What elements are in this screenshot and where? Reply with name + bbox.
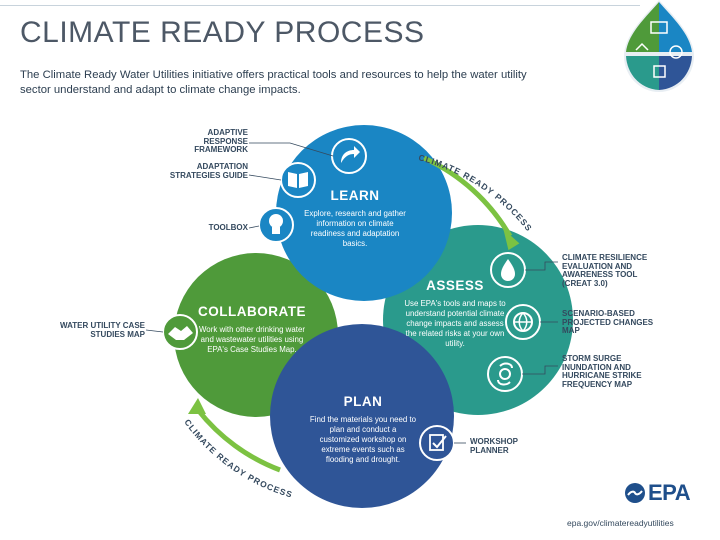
handshake-icon [162,314,198,350]
bottom-process-arrow [196,408,281,473]
logo-handshake-icon [635,42,649,51]
tool-adaptive-response[interactable]: ADAPTIVE RESPONSE FRAMEWORK [194,128,248,154]
footer-url[interactable]: epa.gov/climatereadyutilities [567,518,674,528]
plan-body: Find the materials you need to plan and … [309,415,417,464]
page-subtitle: The Climate Ready Water Utilities initia… [20,69,527,96]
tool-workshop[interactable]: WORKSHOP PLANNER [470,437,518,455]
assess-heading: ASSESS [426,278,484,293]
plan-circle [270,324,454,508]
epa-logo: EPA [624,480,694,506]
learn-circle [276,125,452,301]
learn-body: Explore, research and gather information… [304,209,406,248]
collaborate-stage: COLLABORATE Work with other drinking wat… [193,304,311,355]
learn-heading: LEARN [330,188,380,203]
logo-checklist-icon [653,65,666,78]
top-process-arrow [422,155,513,238]
tool-scenario[interactable]: SCENARIO-BASED PROJECTED CHANGES MAP [562,309,654,335]
epa-logo-text: EPA [648,480,691,505]
assess-stage: ASSESS Use EPA's tools and maps to under… [403,278,507,349]
plan-stage: PLAN Find the materials you need to plan… [309,394,417,465]
lightbulb-icon [258,207,294,243]
globe-icon [505,304,541,340]
collaborate-heading: COLLABORATE [198,304,306,319]
assess-body: Use EPA's tools and maps to understand p… [404,299,506,348]
tool-storm-surge[interactable]: STORM SURGE INUNDATION AND HURRICANE STR… [562,354,642,389]
tool-creat[interactable]: CLIMATE RESILIENCE EVALUATION AND AWAREN… [562,253,648,288]
tool-adaptation-strategies[interactable]: ADAPTATION STRATEGIES GUIDE [169,162,248,180]
water-drop-icon [490,252,526,288]
collaborate-body: Work with other drinking water and waste… [199,325,305,354]
climate-ready-logo [624,0,694,92]
hurricane-icon [487,356,523,392]
epa-logo-icon [625,483,645,503]
tool-toolbox[interactable]: TOOLBOX [208,223,248,232]
learn-stage: LEARN Explore, research and gather infor… [300,188,410,249]
logo-book-icon [650,21,668,34]
leader-lines [145,142,558,444]
logo-drop-icon [669,45,683,59]
checklist-icon [419,425,455,461]
plan-heading: PLAN [343,394,383,409]
page-title: CLIMATE READY PROCESS [20,16,425,49]
tool-case-studies[interactable]: WATER UTILITY CASE STUDIES MAP [59,321,145,339]
top-divider [0,5,640,6]
share-arrow-icon [331,138,367,174]
